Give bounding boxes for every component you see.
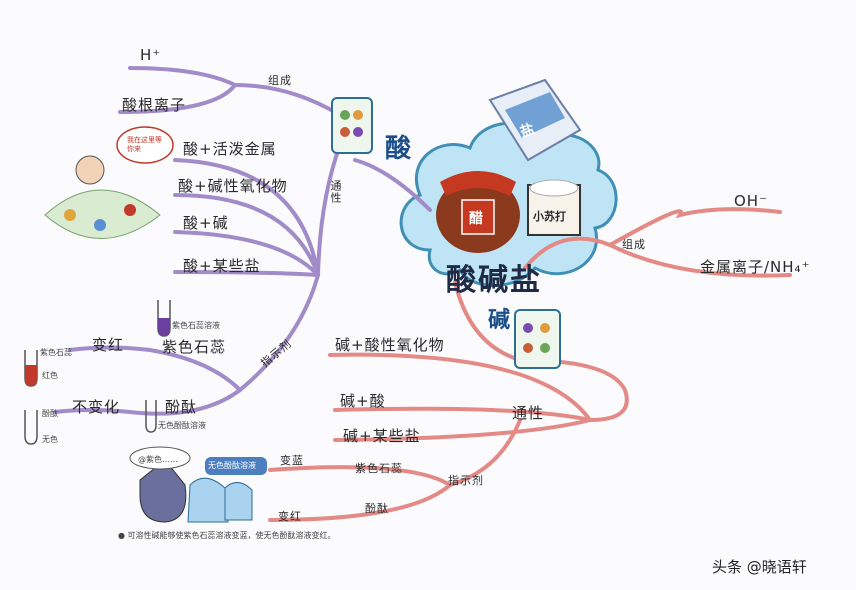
acid-indicator-result-2: 不变化 (72, 398, 121, 416)
watermark: 头条 @晓语轩 (712, 558, 807, 576)
acid-property-1: 酸+活泼金属 (183, 140, 277, 158)
indicator-characters-illustration (129, 446, 267, 523)
acid-label: 酸 (385, 134, 412, 164)
acid-badge-icon (331, 97, 373, 154)
acid-property-4: 酸+某些盐 (183, 257, 261, 275)
acid-composition-acid-radical: 酸根离子 (122, 96, 187, 114)
base-label: 碱 (488, 308, 511, 333)
acid-properties-label: 通性 (329, 180, 342, 204)
acid-composition-label: 组成 (268, 74, 292, 87)
acid-branches (53, 66, 432, 416)
acid-composition-h-ion: H⁺ (140, 46, 162, 64)
vinegar-jar-icon (436, 171, 520, 253)
base-composition-metal-ion: 金属离子/NH₄⁺ (700, 258, 811, 276)
test-tube-b-label: 红色 (42, 371, 58, 380)
acid-property-2: 酸+碱性氧化物 (178, 177, 288, 195)
base-composition-label: 组成 (622, 238, 646, 251)
acid-indicator-sub-1: 紫色石蕊 (162, 338, 227, 356)
base-indicator-label: 指示剂 (448, 474, 484, 487)
base-bubble-right: 无色酚酞溶液 (208, 461, 256, 470)
base-indicator-result-2: 变红 (278, 510, 302, 523)
base-indicator-sub-1: 紫色石蕊 (355, 462, 403, 475)
test-tube-icons (24, 300, 171, 445)
base-indicator-result-1: 变蓝 (280, 454, 304, 467)
base-property-1: 碱+酸性氧化物 (335, 336, 445, 354)
salt-bag-icon (488, 78, 582, 162)
jar-label: 醋 (469, 211, 483, 227)
acid-indicator-result-1: 变红 (92, 336, 125, 354)
test-tube-a-label: 紫色石蕊 (40, 348, 72, 357)
base-property-3: 碱+某些盐 (343, 427, 421, 445)
base-note: ● 可溶性碱能够使紫色石蕊溶液变蓝，使无色酚酞溶液变红。 (118, 531, 336, 540)
acid-property-3: 酸+碱 (183, 214, 229, 232)
acid-speech-bubble: 我在这里等你来 (127, 136, 162, 153)
test-tube-d-label: 无色 (42, 435, 58, 444)
center-title: 酸碱盐 (446, 263, 542, 298)
base-property-2: 碱+酸 (340, 392, 386, 410)
base-bubble-left: @紫色…… (138, 455, 178, 464)
base-branches (268, 207, 792, 522)
base-badge-icon (514, 309, 561, 369)
metal-reaction-illustration (44, 126, 174, 239)
dropper-2-label: 无色酚酞溶液 (158, 421, 206, 430)
dropper-1-label: 紫色石蕊溶液 (172, 321, 220, 330)
base-indicator-sub-2: 酚酞 (365, 502, 389, 515)
acid-indicator-sub-2: 酚酞 (165, 398, 198, 416)
baking-soda-label: 小苏打 (533, 210, 566, 223)
base-properties-label: 通性 (512, 404, 545, 422)
baking-soda-box-icon (527, 179, 581, 236)
test-tube-c-label: 酚酞 (42, 409, 58, 418)
base-composition-oh-ion: OH⁻ (734, 192, 769, 210)
